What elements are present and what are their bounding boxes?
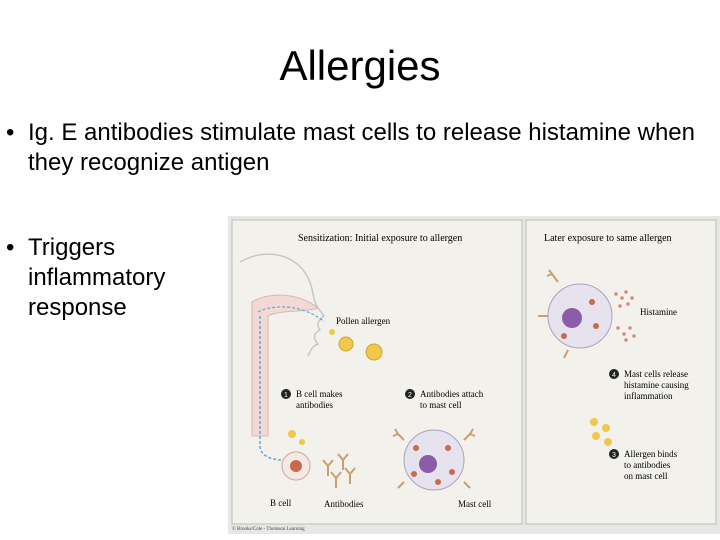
step-4-badge bbox=[609, 369, 619, 379]
step-3-number: 3 bbox=[612, 452, 616, 459]
left-panel bbox=[231, 219, 523, 525]
step-3-text-line1: Allergen binds bbox=[624, 449, 678, 459]
antibodies-label: Antibodies bbox=[324, 499, 364, 509]
airway bbox=[251, 294, 325, 461]
pollen-label: Pollen allergen bbox=[336, 316, 391, 326]
b-cell-label: B cell bbox=[270, 498, 292, 508]
step-2-badge bbox=[405, 389, 415, 399]
bullet-symbol: • bbox=[6, 234, 15, 261]
mast-cell-label: Mast cell bbox=[458, 499, 492, 509]
bullet-text-1: Ig. E antibodies stimulate mast cells to… bbox=[28, 119, 695, 176]
step-3-text-line2: to antibodies bbox=[624, 460, 671, 470]
step-4-text-line1: Mast cells release bbox=[624, 369, 688, 379]
step-2-number: 2 bbox=[408, 392, 412, 399]
bullet-item-2: • Triggers inflammatory response bbox=[0, 233, 215, 333]
step-1-text-line1: B cell makes bbox=[296, 389, 343, 399]
step-4-text-line3: inflammation bbox=[624, 391, 673, 401]
antibodies-icon bbox=[322, 453, 356, 488]
figure-credit: © Brooks/Cole - Thomson Learning bbox=[232, 526, 305, 532]
step-1-text-line2: antibodies bbox=[296, 400, 333, 410]
allergy-figure: Sensitization: Initial exposure to aller… bbox=[228, 216, 720, 534]
step-1-badge bbox=[281, 389, 291, 399]
pollen-grains bbox=[329, 329, 383, 361]
allergy-diagram: Sensitization: Initial exposure to aller… bbox=[231, 219, 717, 532]
step-2-text-line2: to mast cell bbox=[420, 400, 462, 410]
right-panel-heading: Later exposure to same allergen bbox=[544, 233, 672, 244]
allergen-dots bbox=[590, 418, 612, 446]
step-4-text-line2: histamine causing bbox=[624, 380, 689, 390]
histamine-particles bbox=[614, 290, 636, 342]
left-panel-heading: Sensitization: Initial exposure to aller… bbox=[298, 233, 462, 244]
step-1-number: 1 bbox=[284, 392, 288, 399]
step-4-number: 4 bbox=[612, 372, 616, 379]
bullet-item-1: • Ig. E antibodies stimulate mast cells … bbox=[0, 118, 700, 180]
slide-title: Allergies bbox=[279, 42, 441, 89]
bullet-symbol: • bbox=[6, 119, 15, 146]
mast-cell-icon bbox=[392, 428, 476, 491]
histamine-label: Histamine bbox=[640, 307, 677, 317]
activated-mast-cell-icon bbox=[538, 269, 613, 359]
right-panel bbox=[525, 219, 717, 525]
step-2-text-line1: Antibodies attach bbox=[420, 389, 484, 399]
bullet-text-2: Triggers inflammatory response bbox=[28, 234, 166, 321]
head-outline bbox=[239, 253, 326, 357]
step-3-text-line3: on mast cell bbox=[624, 471, 668, 481]
b-cell-icon bbox=[281, 430, 311, 481]
step-3-badge bbox=[609, 449, 619, 459]
